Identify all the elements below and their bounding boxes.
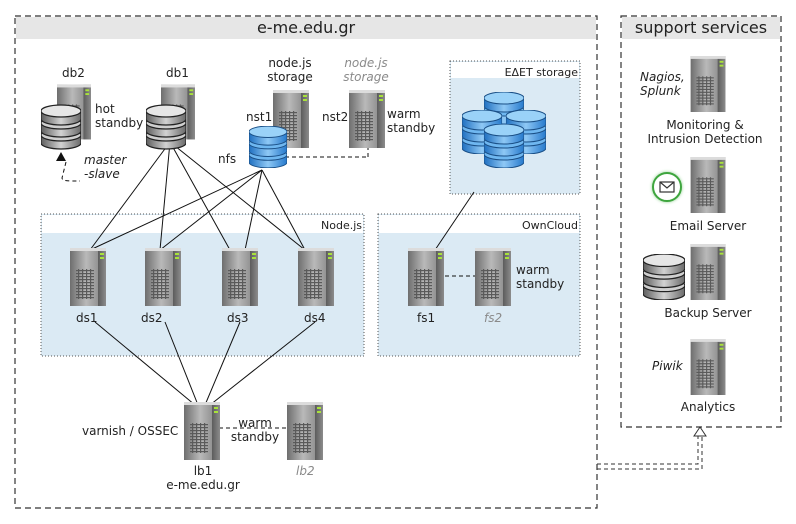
lb1-server-icon <box>184 402 220 460</box>
db2-database-icon <box>41 104 81 150</box>
lb2-server-icon <box>287 402 323 460</box>
ds1-server-icon <box>70 248 106 306</box>
ds4-server-icon <box>298 248 334 306</box>
db-to-ds-links <box>89 141 475 406</box>
owncloud-panel-title: OwnCloud <box>521 219 578 232</box>
email-server-icon <box>690 157 726 213</box>
backup-server-icon <box>690 244 726 300</box>
edet-storage-icon <box>462 92 546 168</box>
ds3-label: ds3 <box>227 311 249 325</box>
fs2-label: fs2 <box>484 311 503 325</box>
email-server-label: Email Server <box>669 219 747 233</box>
support-boundary <box>620 15 782 428</box>
ds2-server-icon <box>145 248 181 306</box>
db2-label: db2 <box>62 66 85 80</box>
nst1-label: nst1 <box>246 110 273 124</box>
nst1-storage-icon <box>249 126 287 168</box>
master-slave-label: master -slave <box>84 153 127 181</box>
support-title: support services <box>634 18 768 37</box>
master-slave-arrowhead <box>56 152 66 161</box>
support-link <box>597 434 703 470</box>
monitoring-tools-label: Nagios, Splunk <box>640 70 685 98</box>
main-title: e-me.edu.gr <box>256 18 356 37</box>
main-title-bar: e-me.edu.gr <box>16 17 596 39</box>
analytics-label: Analytics <box>680 400 736 414</box>
nst2-label: nst2 <box>322 110 349 124</box>
ds2-label: ds2 <box>141 311 163 325</box>
hot-standby-label: hot standby <box>95 102 144 130</box>
main-boundary <box>14 15 598 509</box>
nodejs-storage-ghost-label: node.js storage <box>343 56 389 84</box>
support-title-bar: support services <box>622 17 780 39</box>
nst2-server-icon <box>349 90 385 148</box>
owncloud-warm-standby-label: warm standby <box>516 263 565 291</box>
support-link-arrowhead <box>693 426 707 437</box>
lb2-label: lb2 <box>296 464 315 478</box>
nst-warm-standby-label: warm standby <box>387 107 436 135</box>
edet-panel-title: ΕΔΕΤ storage <box>504 66 578 79</box>
envelope-icon <box>652 172 682 202</box>
ds1-label: ds1 <box>76 311 98 325</box>
nodejs-panel-title: Node.js <box>321 219 362 232</box>
ds4-label: ds4 <box>304 311 326 325</box>
nodejs-storage-label: node.js storage <box>267 56 313 84</box>
db1-database-icon <box>146 104 186 150</box>
analytics-tool-label: Piwik <box>652 359 683 373</box>
ds3-server-icon <box>222 248 258 306</box>
fs1-server-icon <box>408 248 444 306</box>
lb-warm-standby-label: warm standby <box>230 416 280 444</box>
envelope-glyph-icon <box>659 181 675 193</box>
fs2-server-icon <box>475 248 511 306</box>
analytics-server-icon <box>690 339 726 395</box>
monitoring-server-icon <box>690 56 726 112</box>
monitoring-label: Monitoring & Intrusion Detection <box>647 118 763 146</box>
lb1-label: lb1 e-me.edu.gr <box>166 464 240 492</box>
lb-role-label: varnish / OSSEC <box>82 424 179 438</box>
backup-server-label: Backup Server <box>664 306 752 320</box>
db1-label: db1 <box>166 66 189 80</box>
nfs-label: nfs <box>218 152 237 166</box>
fs1-label: fs1 <box>417 311 436 325</box>
backup-database-icon <box>643 254 685 300</box>
